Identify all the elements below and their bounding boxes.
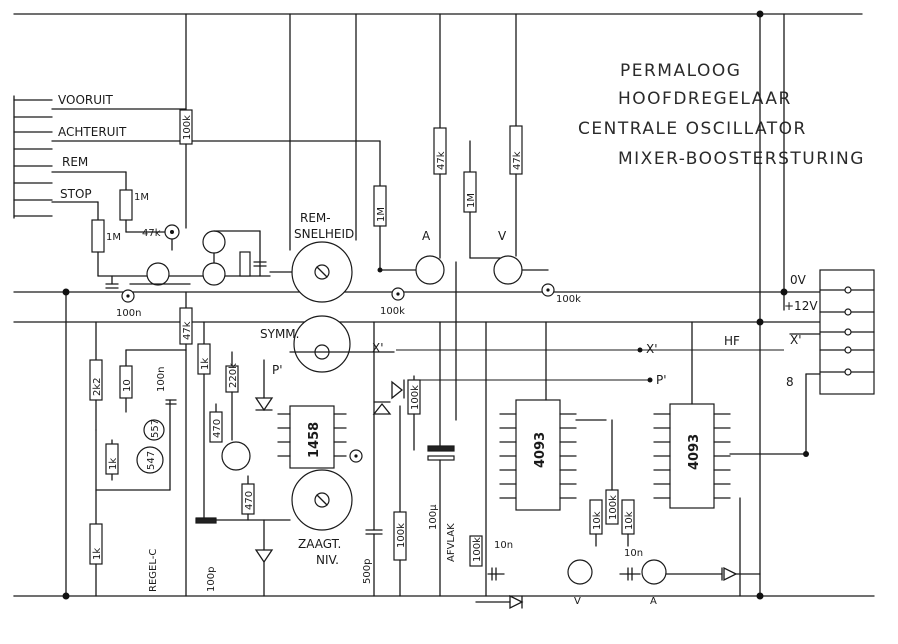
svg-text:X': X' xyxy=(372,341,384,355)
ic-label-1458: 1458 xyxy=(307,422,322,458)
svg-text:1M: 1M xyxy=(376,207,387,222)
svg-text:100p: 100p xyxy=(206,567,217,592)
svg-text:V: V xyxy=(574,596,581,607)
transistor-547 xyxy=(136,446,164,474)
svg-text:1k: 1k xyxy=(108,458,119,470)
svg-text:1M: 1M xyxy=(466,193,477,208)
svg-text:2k2: 2k2 xyxy=(92,377,103,396)
ic-1458 xyxy=(289,405,335,469)
svg-text:10n: 10n xyxy=(624,548,643,559)
input-label-rem: REM xyxy=(62,155,88,169)
rail-label-12v: +12V xyxy=(784,299,818,313)
pot-symm xyxy=(293,315,351,373)
signal-lines: X' HF P' xyxy=(396,334,784,387)
svg-text:100k: 100k xyxy=(410,385,421,410)
output-connector: 0V +12V X' 8 xyxy=(784,269,875,457)
transistor-q2 xyxy=(202,230,226,254)
svg-text:AFVLAK: AFVLAK xyxy=(446,523,457,562)
pot-label-symm: SYMM. xyxy=(260,327,299,341)
transistor-q1 xyxy=(146,262,170,286)
signal-label-hf: HF xyxy=(724,334,740,348)
svg-text:100µ: 100µ xyxy=(428,504,439,530)
svg-text:100k: 100k xyxy=(396,523,407,548)
rails xyxy=(13,10,875,600)
rail-label-x-prime: X' xyxy=(790,333,802,347)
svg-text:47k: 47k xyxy=(182,321,193,340)
pot-label-zaagt-niv: ZAAGT. xyxy=(298,537,341,551)
input-label-achteruit: ACHTERUIT xyxy=(58,125,127,139)
svg-text:10k: 10k xyxy=(592,511,603,530)
signal-label-x-prime: X' xyxy=(646,342,658,356)
transistor-v xyxy=(493,255,523,285)
svg-text:1k: 1k xyxy=(92,548,103,560)
svg-text:1k: 1k xyxy=(200,358,211,370)
opamp-section: SYMM. X' P' 1458 ZAAGT. NIV. 500p 100k xyxy=(260,315,421,597)
svg-text:100k: 100k xyxy=(556,294,581,305)
svg-text:220k: 220k xyxy=(228,363,239,388)
input-label-vooruit: VOORUIT xyxy=(58,93,114,107)
ic-4093-b xyxy=(669,403,715,509)
svg-text:NIV.: NIV. xyxy=(316,553,339,567)
svg-text:470: 470 xyxy=(212,419,223,438)
svg-text:547: 547 xyxy=(146,451,157,470)
title-line-2: HOOFDREGELAAR xyxy=(618,89,792,109)
ic-label-4093-b: 4093 xyxy=(687,434,702,470)
transistor-driver xyxy=(221,441,251,471)
transistor-v-bottom xyxy=(567,559,593,585)
svg-text:100n: 100n xyxy=(116,308,141,319)
svg-text:47k: 47k xyxy=(436,151,447,170)
title-line-1: PERMALOOG xyxy=(620,61,741,81)
transistor-557 xyxy=(143,419,165,441)
afvlak-capacitor: 100µ AFVLAK xyxy=(427,321,457,597)
svg-text:500p: 500p xyxy=(362,559,373,584)
oscillator-section: 47k 2k2 1k 10 1k 547 557 100n 1k 220k xyxy=(89,291,291,597)
title-line-4: MIXER-BOOSTERSTURING xyxy=(618,149,865,169)
drive-section: 100k 1M 1M 47k 100n xyxy=(91,13,581,421)
svg-text:10: 10 xyxy=(122,379,133,392)
svg-text:100n: 100n xyxy=(156,367,167,392)
signal-label-p-prime: P' xyxy=(656,373,667,387)
svg-text:P': P' xyxy=(272,363,283,377)
transistor-a xyxy=(415,255,445,285)
svg-text:100k: 100k xyxy=(380,306,405,317)
pot-label-rem-snelheid: REM- xyxy=(300,211,331,225)
input-label-stop: STOP xyxy=(60,187,92,201)
svg-text:10n: 10n xyxy=(494,540,513,551)
svg-text:47k: 47k xyxy=(512,151,523,170)
svg-text:1M: 1M xyxy=(134,192,149,203)
svg-text:557: 557 xyxy=(150,419,161,438)
svg-text:47k: 47k xyxy=(142,228,161,239)
svg-text:100k: 100k xyxy=(608,495,619,520)
title-line-3: CENTRALE OSCILLATOR xyxy=(578,119,807,139)
transistor-a-bottom xyxy=(641,559,667,585)
svg-text:470: 470 xyxy=(244,491,255,510)
svg-text:100k: 100k xyxy=(472,537,483,562)
svg-text:A: A xyxy=(650,596,657,607)
signal-label-a: A xyxy=(422,229,431,243)
rail-label-0v: 0V xyxy=(790,273,807,287)
signal-label-v: V xyxy=(498,229,507,243)
ic-label-4093-a: 4093 xyxy=(533,432,548,468)
svg-text:100k: 100k xyxy=(182,115,193,140)
svg-text:10k: 10k xyxy=(624,511,635,530)
transistor-q3 xyxy=(202,262,226,286)
svg-text:SNELHEID: SNELHEID xyxy=(294,227,354,241)
title-block: PERMALOOG HOOFDREGELAAR CENTRALE OSCILLA… xyxy=(578,61,865,169)
rail-label-8: 8 xyxy=(786,375,794,389)
svg-text:1M: 1M xyxy=(106,232,121,243)
input-connector: VOORUIT ACHTERUIT REM STOP xyxy=(13,93,381,219)
svg-text:REGEL-C: REGEL-C xyxy=(148,549,159,592)
gate-section: 4093 4093 xyxy=(469,321,807,610)
ic-4093-a xyxy=(515,399,561,511)
